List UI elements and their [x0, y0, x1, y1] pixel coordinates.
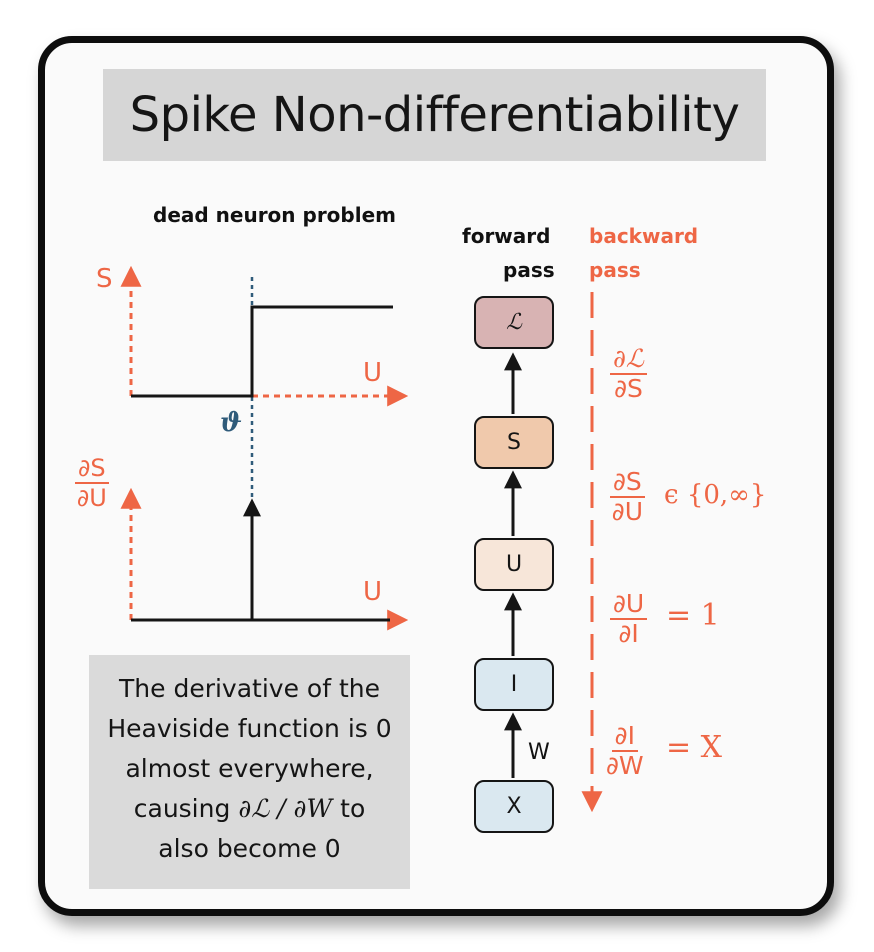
plot-heading: dead neuron problem: [153, 203, 396, 227]
gradient-1-den: ∂S: [614, 374, 643, 403]
bottom-y-label-den: ∂U: [76, 484, 107, 512]
node-loss: ℒ: [474, 296, 554, 349]
gradient-3-den: ∂I: [618, 619, 639, 648]
gradient-4-rhs: = X: [666, 730, 723, 765]
note-box: The derivative of the Heaviside function…: [89, 655, 410, 889]
gradient-3-rhs: = 1: [666, 598, 720, 633]
gradient-2-rhs: ϵ {0,∞}: [664, 480, 767, 510]
gradient-1-num: ∂ℒ: [610, 345, 647, 375]
gradient-3: ∂U ∂I: [610, 590, 648, 648]
note-line-2: Heaviside function is 0: [107, 714, 392, 743]
gradient-2-num: ∂S: [610, 468, 645, 498]
gradient-4-den: ∂W: [606, 751, 644, 780]
note-line-5: also become 0: [158, 834, 341, 863]
top-y-label: S: [96, 264, 113, 294]
bottom-x-label: U: [363, 577, 383, 607]
forward-label-1: forward: [462, 224, 551, 248]
threshold-symbol: ϑ: [220, 408, 243, 438]
node-spike: S: [474, 416, 554, 469]
node-input: X: [474, 780, 554, 833]
backward-label-2: pass: [589, 258, 641, 282]
gradient-4: ∂I ∂W: [606, 722, 644, 780]
top-x-label: U: [363, 358, 383, 388]
bottom-y-label-num: ∂S: [75, 454, 109, 484]
backward-label-1: backward: [589, 224, 699, 248]
note-line-4-math: ∂ℒ / ∂W: [238, 794, 333, 823]
gradient-4-num: ∂I: [611, 722, 638, 752]
note-text: The derivative of the Heaviside function…: [89, 669, 410, 869]
gradient-2: ∂S ∂U: [610, 468, 645, 526]
forward-label-2: pass: [503, 258, 555, 282]
title-banner: Spike Non-differentiability: [103, 69, 766, 161]
node-current: I: [474, 658, 554, 711]
edge-weight-label: W: [528, 740, 550, 765]
gradient-1: ∂ℒ ∂S: [610, 345, 647, 403]
note-line-3: almost everywhere,: [125, 754, 374, 783]
node-membrane: U: [474, 538, 554, 591]
note-line-1: The derivative of the: [119, 674, 380, 703]
bottom-y-label: ∂S ∂U: [75, 454, 109, 512]
gradient-2-den: ∂U: [611, 497, 644, 526]
note-line-4-post: to: [340, 794, 366, 823]
note-line-4-pre: causing: [133, 794, 231, 823]
gradient-3-num: ∂U: [610, 590, 648, 620]
page-title: Spike Non-differentiability: [129, 87, 740, 143]
note-line-4: causing ∂ℒ / ∂W to: [89, 789, 410, 829]
heaviside-step-curve: [131, 305, 393, 398]
